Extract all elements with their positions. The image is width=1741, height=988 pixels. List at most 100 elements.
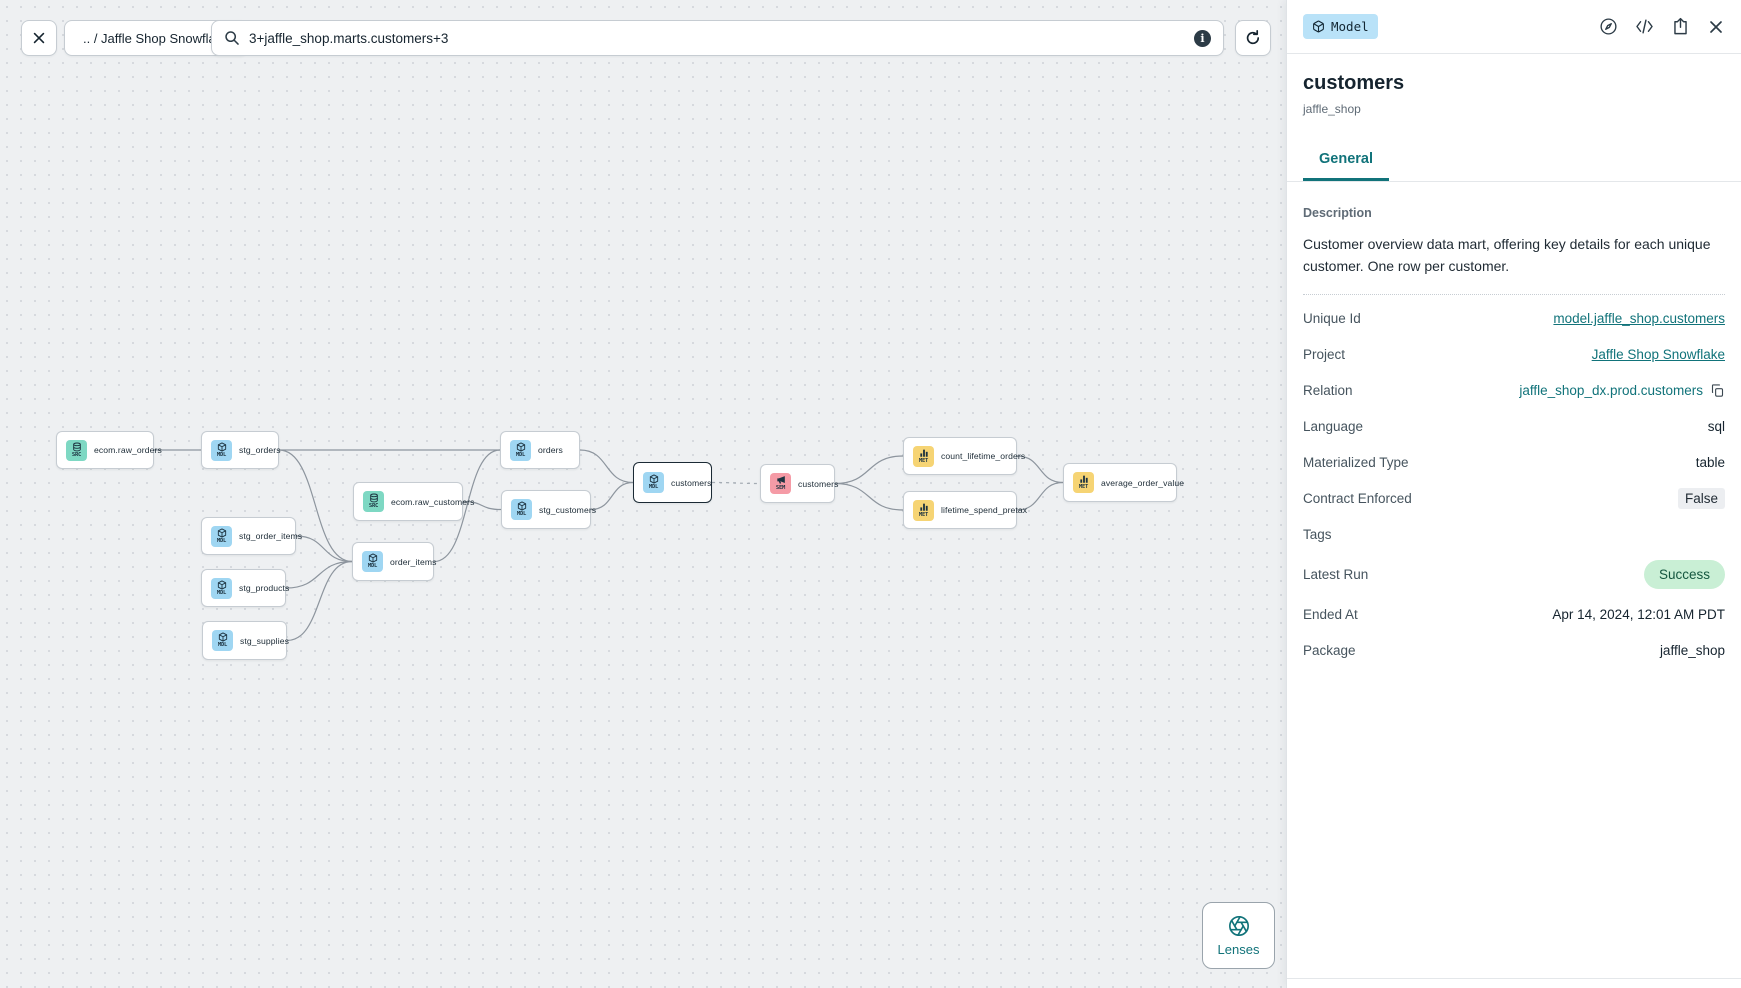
node-label: lifetime_spend_pretax (941, 505, 1028, 515)
lenses-label: Lenses (1217, 941, 1260, 957)
node-label: count_lifetime_orders (941, 451, 1026, 461)
edge-customers_semantic-to-count_lifetime_orders (834, 455, 904, 485)
close-icon (33, 32, 45, 44)
tab-general[interactable]: General (1303, 142, 1389, 181)
explore-compass-icon[interactable] (1599, 17, 1618, 36)
node-label: customers (671, 477, 712, 488)
node-label: stg_products (239, 583, 290, 593)
info-icon[interactable]: i (1194, 29, 1211, 47)
graph-node-ecom_raw_customers[interactable]: SRC ecom.raw_customers (353, 482, 474, 521)
graph-node-stg_products[interactable]: MDL stg_products (201, 569, 290, 607)
node-label: average_order_value (1101, 477, 1185, 488)
graph-node-count_lifetime_orders[interactable]: MET count_lifetime_orders (903, 437, 1025, 475)
edge-stg_customers-to-customers_model (590, 481, 634, 511)
search-input[interactable] (249, 30, 1185, 46)
field-value: False (1677, 488, 1725, 510)
package-subtitle: jaffle_shop (1303, 102, 1361, 116)
edge-count_lifetime_orders-to-average_order_value (1016, 455, 1064, 484)
field-value: model.jaffle_shop.customers (1553, 311, 1725, 326)
field-label: Package (1303, 643, 1356, 659)
database-icon: SRC (363, 491, 384, 512)
cube-icon (1313, 20, 1324, 33)
cube-icon: MDL (212, 630, 233, 651)
breadcrumb-label: .. / Jaffle Shop Snowflake (83, 30, 230, 46)
field-label: Materialized Type (1303, 455, 1409, 471)
field-row: Project Jaffle Shop Snowflake (1303, 337, 1725, 373)
bar-chart-icon: MET (1073, 472, 1094, 493)
field-label: Ended At (1303, 607, 1358, 623)
lenses-button[interactable]: Lenses (1202, 902, 1275, 969)
close-lineage-button[interactable] (21, 20, 57, 56)
bar-chart-icon: MET (913, 445, 934, 467)
field-label: Project (1303, 347, 1346, 363)
field-link[interactable]: Jaffle Shop Snowflake (1591, 347, 1725, 363)
status-badge: False (1677, 488, 1725, 510)
node-label: stg_orders (239, 445, 281, 455)
details-panel: Model customers ja (1286, 0, 1741, 988)
edge-order_items-to-orders (433, 449, 501, 563)
field-label: Latest Run (1303, 567, 1369, 583)
share-icon[interactable] (1671, 17, 1690, 36)
refresh-button[interactable] (1235, 20, 1271, 56)
node-label: stg_order_items (239, 531, 303, 541)
field-value: Apr 14, 2024, 12:01 AM PDT (1552, 607, 1725, 623)
cube-icon: MDL (511, 499, 532, 520)
cube-icon: MDL (643, 472, 664, 493)
field-value: table (1695, 455, 1725, 471)
edge-stg_supplies-to-order_items (286, 560, 353, 642)
field-value: jaffle_shop (1659, 643, 1725, 659)
graph-node-ecom_raw_orders[interactable]: SRC ecom.raw_orders (56, 431, 162, 469)
code-icon[interactable] (1635, 17, 1654, 36)
resource-type-badge: Model (1303, 14, 1378, 39)
field-label: Language (1303, 419, 1364, 435)
node-label: stg_customers (539, 504, 597, 515)
node-label: order_items (390, 556, 437, 567)
field-list: Unique Id model.jaffle_shop.customers Pr… (1303, 301, 1725, 669)
graph-node-stg_orders[interactable]: MDL stg_orders (201, 431, 281, 469)
field-row: Unique Id model.jaffle_shop.customers (1303, 301, 1725, 337)
copy-icon[interactable] (1710, 383, 1725, 398)
graph-node-customers_model[interactable]: MDL customers (633, 462, 712, 503)
edge-stg_products-to-order_items (285, 560, 353, 589)
field-value: Success (1643, 560, 1725, 590)
database-icon: SRC (66, 439, 87, 461)
node-label: ecom.raw_customers (391, 496, 475, 507)
graph-node-orders[interactable]: MDL orders (500, 431, 580, 469)
cube-icon: MDL (211, 439, 232, 461)
description-label: Description (1303, 206, 1372, 220)
field-label: Unique Id (1303, 311, 1361, 327)
field-row: Ended At Apr 14, 2024, 12:01 AM PDT (1303, 597, 1725, 633)
field-row: Language sql (1303, 409, 1725, 445)
aperture-icon (1228, 915, 1249, 936)
field-value: sql (1707, 419, 1725, 435)
edge-customers_model-to-customers_semantic (711, 481, 761, 485)
cube-icon: MDL (510, 439, 531, 461)
cube-icon: MDL (211, 577, 232, 599)
close-panel-icon[interactable] (1707, 18, 1725, 36)
resource-type-label: Model (1331, 19, 1369, 34)
node-label: ecom.raw_orders (94, 445, 162, 455)
graph-node-average_order_value[interactable]: MET average_order_value (1063, 463, 1184, 502)
node-label: orders (538, 445, 563, 455)
search-icon (225, 31, 239, 45)
status-badge: Success (1643, 560, 1725, 590)
field-label: Relation (1303, 383, 1353, 399)
field-row: Materialized Type table (1303, 445, 1725, 481)
panel-footer (1287, 978, 1741, 988)
edge-layer (153, 449, 1064, 642)
field-value: Jaffle Shop Snowflake (1592, 347, 1725, 362)
field-row: Latest Run Success (1303, 553, 1725, 597)
field-row: Package jaffle_shop (1303, 633, 1725, 669)
edge-stg_order_items-to-order_items (295, 535, 353, 563)
lineage-search[interactable]: i (211, 20, 1224, 56)
tab-bar: General (1287, 142, 1741, 182)
field-label: Contract Enforced (1303, 491, 1412, 507)
field-link[interactable]: model.jaffle_shop.customers (1553, 311, 1725, 327)
graph-node-stg_customers[interactable]: MDL stg_customers (501, 490, 596, 529)
